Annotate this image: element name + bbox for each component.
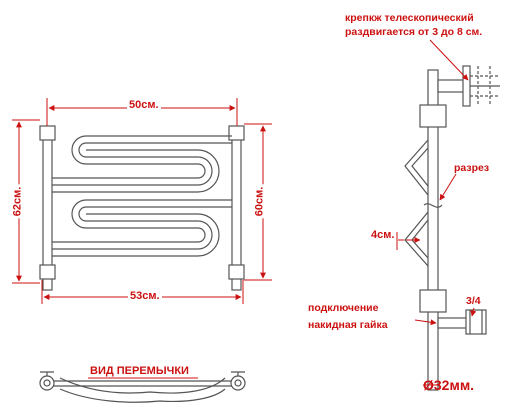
top-width-label: 50см. xyxy=(127,99,161,111)
right-height-label: 60см. xyxy=(253,184,266,219)
thread-size-label: 3/4 xyxy=(466,295,481,307)
side-view xyxy=(404,65,500,391)
bottom-width-label: 53см. xyxy=(128,290,162,302)
bracket-note-line1: крепкж телескопический xyxy=(345,12,474,24)
left-top-nut xyxy=(39,125,56,141)
connection-label-line1: подключение xyxy=(308,302,379,314)
left-bottom-nut xyxy=(39,264,56,280)
connection-leader xyxy=(414,319,437,326)
bracket-leader xyxy=(429,39,469,81)
left-height-label: 62см. xyxy=(11,184,24,219)
front-view xyxy=(39,125,245,291)
pipe-diameter-label: Ø32мм. xyxy=(423,377,475,393)
side-annotations xyxy=(396,39,477,386)
section-leader xyxy=(439,173,457,201)
lower-coil xyxy=(52,206,232,250)
right-fitting-icon xyxy=(230,375,246,391)
connection-label-line2: накидная гайка xyxy=(308,319,388,331)
jumper-view xyxy=(39,371,246,403)
upper-coil xyxy=(52,142,232,186)
thread-leader xyxy=(470,307,477,317)
connection-nut xyxy=(437,317,469,329)
bracket-offset-label: 4см. xyxy=(371,229,395,241)
jumper-view-label: ВИД ПЕРЕМЫЧКИ xyxy=(90,365,189,377)
side-bottom-nut xyxy=(419,289,447,313)
bracket-note-line2: раздвигается от 3 до 8 см. xyxy=(345,26,483,38)
right-top-nut xyxy=(228,125,245,141)
right-bottom-nut xyxy=(228,264,245,280)
section-break xyxy=(423,203,443,208)
side-top-nut xyxy=(419,104,447,128)
side-pipe xyxy=(427,69,439,391)
front-dimensions xyxy=(12,98,272,304)
left-fitting-icon xyxy=(39,375,55,391)
section-label: разрез xyxy=(454,162,490,174)
